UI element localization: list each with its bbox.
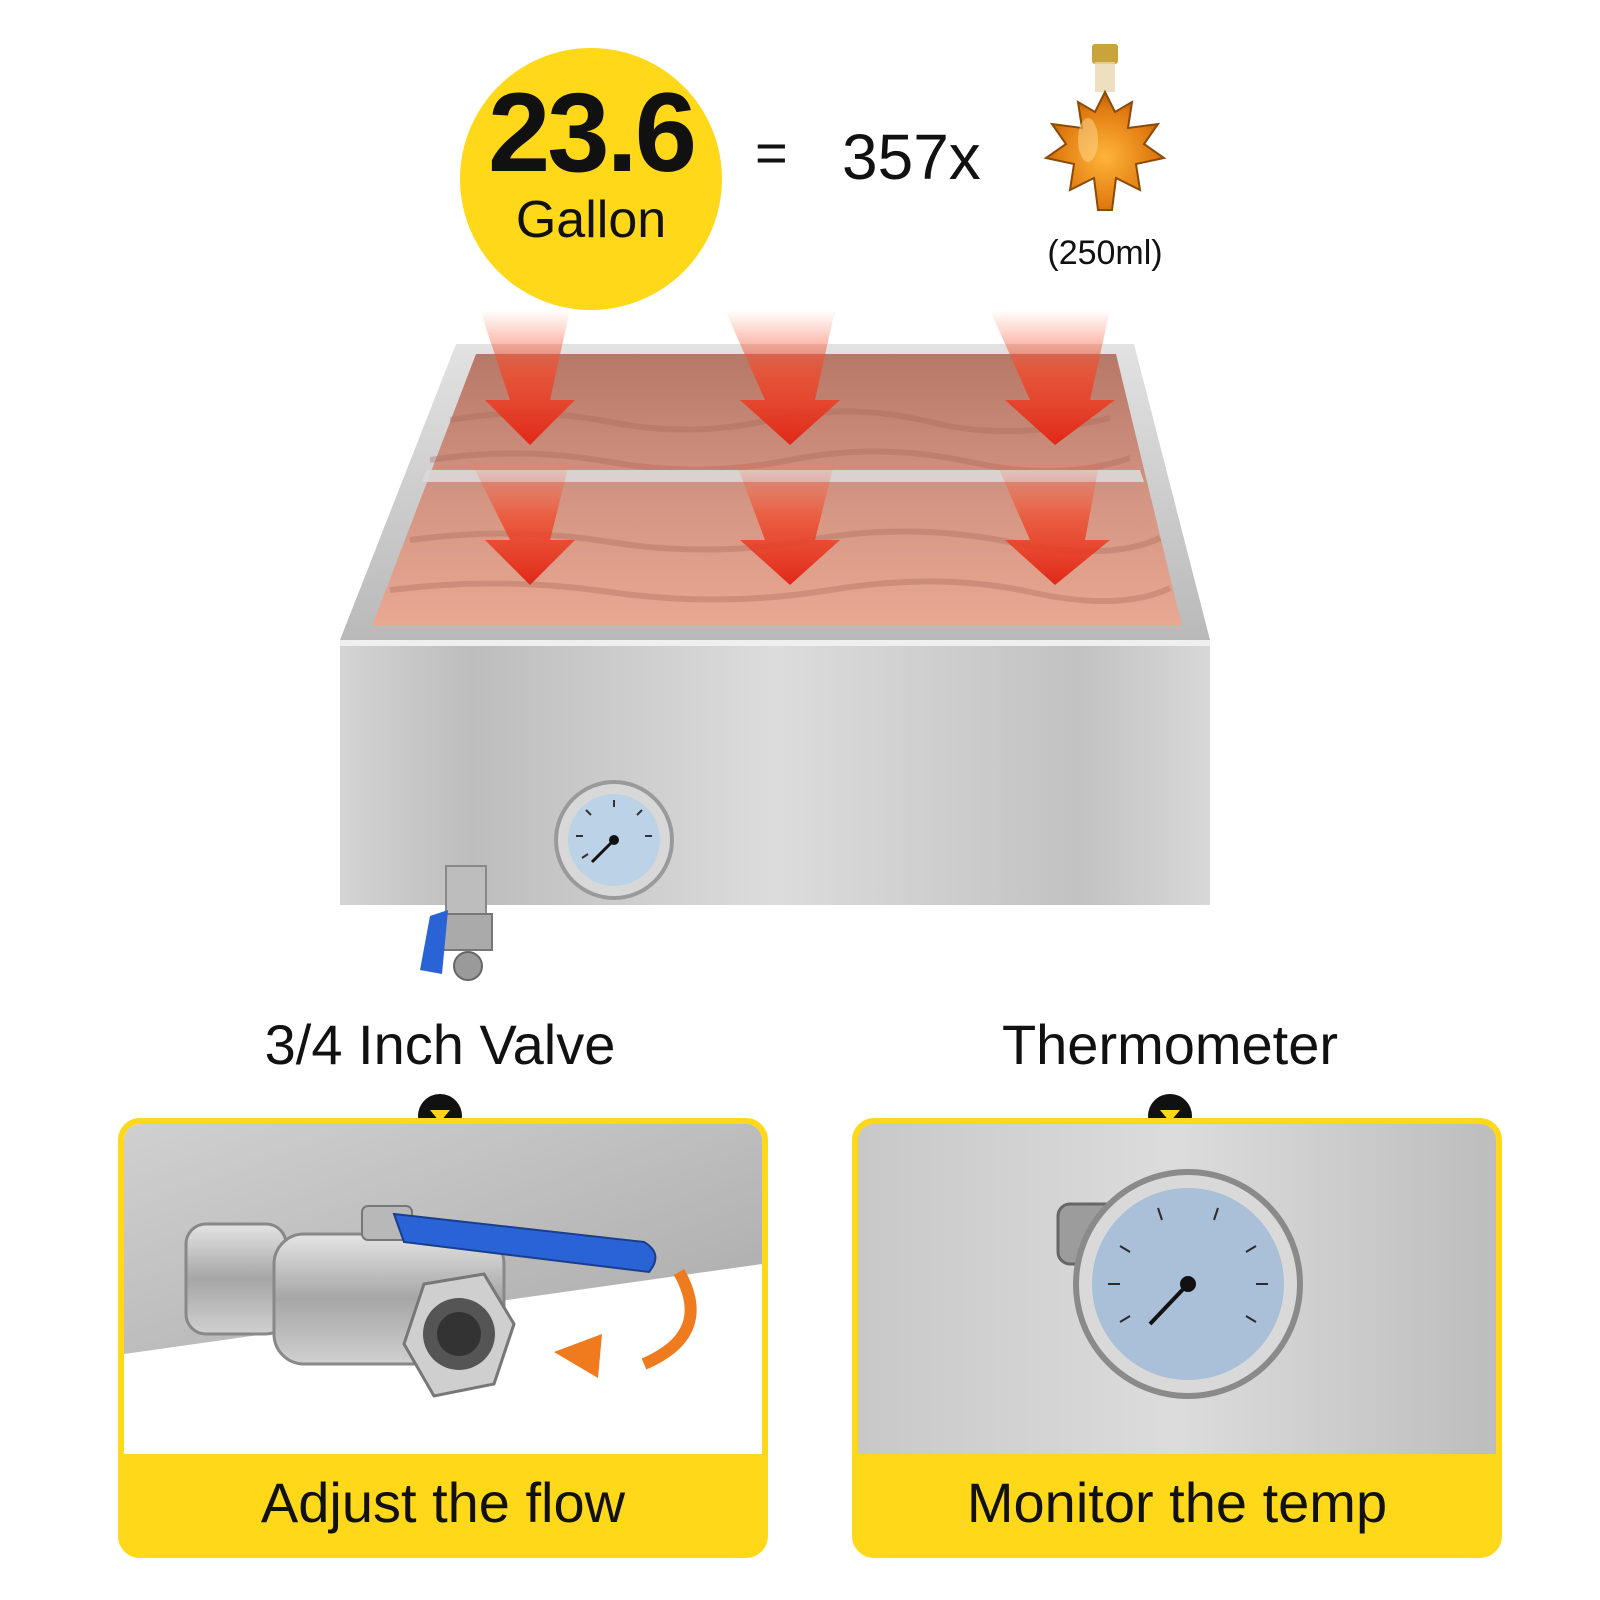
capacity-unit: Gallon: [515, 191, 667, 249]
bottle-count: 357x: [842, 121, 981, 193]
rotate-arrow-icon: [641, 1269, 697, 1370]
valve-feature-title: 3/4 Inch Valve: [264, 1013, 616, 1076]
heat-arrow-icon: [470, 310, 1115, 585]
evaporator-pan-illustration: [340, 310, 1210, 981]
valve-closeup-photo: [124, 1124, 762, 1454]
valve-caption: Adjust the flow: [124, 1454, 762, 1552]
thermometer-callout-card: Monitor the temp: [852, 1118, 1502, 1558]
thermometer-feature-title: Thermometer: [1001, 1013, 1339, 1076]
bottle-size-label: (250ml): [1047, 234, 1163, 272]
capacity-number: 23.6: [488, 70, 697, 195]
valve-callout-card: Adjust the flow: [118, 1118, 768, 1558]
capacity-badge: [460, 48, 722, 310]
thermometer-caption: Monitor the temp: [858, 1454, 1496, 1552]
maple-syrup-bottle-icon: [1043, 44, 1167, 211]
thermometer-closeup-photo: [858, 1124, 1496, 1454]
equals-sign: =: [755, 121, 788, 184]
